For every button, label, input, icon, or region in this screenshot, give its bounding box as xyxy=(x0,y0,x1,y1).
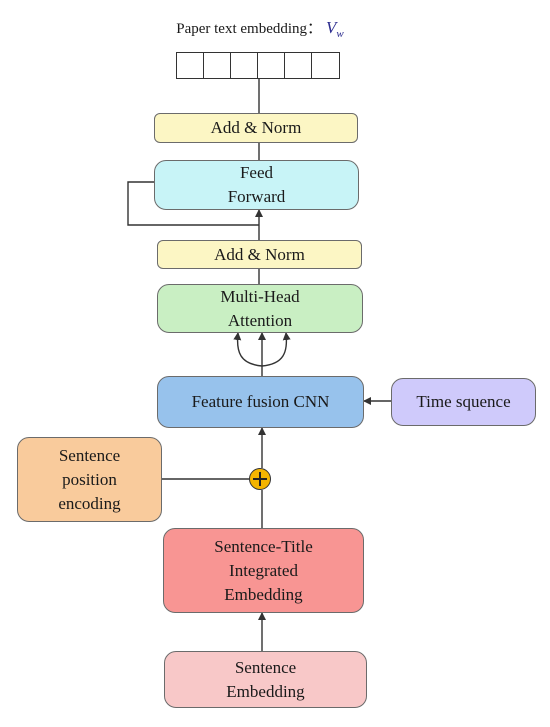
sentence-embedding-node: Sentence Embedding xyxy=(164,651,367,708)
edge-cnn-to-attention-left xyxy=(233,332,263,367)
add-norm-top-node: Add & Norm xyxy=(154,113,358,143)
output-vector xyxy=(176,52,340,79)
vector-cell xyxy=(285,53,312,78)
vector-cell xyxy=(312,53,339,78)
time-sequence-node: Time squence xyxy=(391,378,536,426)
vector-cell xyxy=(177,53,204,78)
output-symbol-subscript: w xyxy=(336,28,344,40)
edge-cnn-to-attention-right xyxy=(261,332,291,367)
sentence-title-embedding-node: Sentence-Title Integrated Embedding xyxy=(163,528,364,613)
output-symbol: V xyxy=(326,18,337,37)
feed-forward-node: Feed Forward xyxy=(154,160,359,210)
edge-feedforward-residual xyxy=(127,181,259,226)
vector-cell xyxy=(204,53,231,78)
sentence-position-encoding-node: Sentence position encoding xyxy=(17,437,162,522)
vector-cell xyxy=(258,53,285,78)
feature-fusion-cnn-node: Feature fusion CNN xyxy=(157,376,364,428)
multi-head-attention-node: Multi-Head Attention xyxy=(157,284,363,333)
output-title: Paper text embedding：Vw xyxy=(0,18,520,44)
add-norm-bottom-node: Add & Norm xyxy=(157,240,362,269)
output-title-text: Paper text embedding： xyxy=(176,21,323,37)
addition-node-icon xyxy=(249,468,271,490)
vector-cell xyxy=(231,53,258,78)
